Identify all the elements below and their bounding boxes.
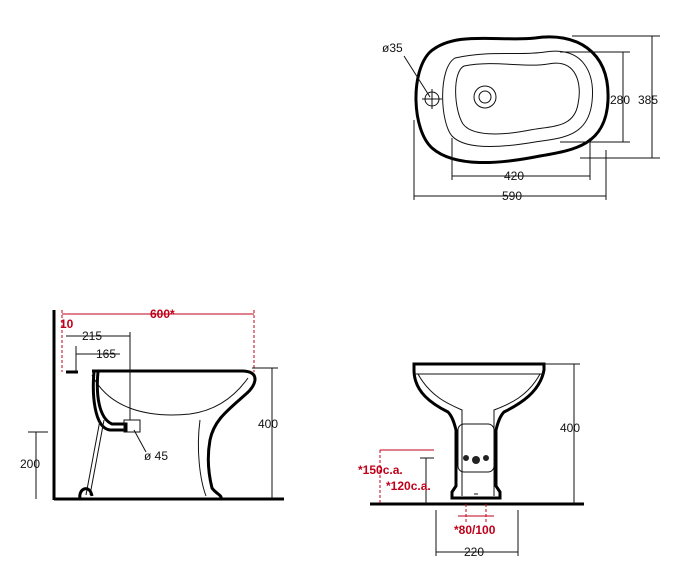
front-supply-right [483,455,489,461]
side-wall-gap-label: 10 [60,317,74,331]
side-tap-offset-1-label: 215 [82,329,102,343]
front-supply-spacing-label: *80/100 [454,523,496,537]
front-base-width-label: 220 [464,545,484,559]
front-height-label: 400 [560,421,580,435]
front-supply-height-2-label: *120c.a. [386,479,431,493]
top-view-basin [455,62,580,135]
tap-hole-leader [403,55,431,98]
top-view-inner-rim [442,50,593,148]
front-supply-height-1-label: *150c.a. [358,463,403,477]
top-view-drain-inner [478,90,492,104]
top-view-drain-outer [473,85,497,109]
side-view-body-profile [92,369,257,501]
front-rear-recess [457,423,495,473]
side-overall-depth-label: 600* [150,307,175,321]
side-waste-diameter-label: ø 45 [144,449,168,463]
side-waste-height-label: 200 [20,457,40,471]
side-height-label: 400 [258,417,278,431]
outer-width-label: 385 [638,93,658,107]
front-view-body [412,362,546,500]
inner-width-label: 280 [610,93,630,107]
side-waste-outlet [123,419,141,433]
top-view: ø35 280 385 420 590 [382,35,660,203]
front-view: 400 *150c.a. *120c.a. *80/100 220 [358,362,584,559]
front-supply-left [463,455,469,461]
tap-hole-diameter-label: ø35 [382,41,403,55]
side-view: 600* 10 215 165 ø 45 400 200 [20,307,284,501]
outer-length-label: 590 [502,189,522,203]
front-supply-center [472,456,480,464]
side-tap-offset-2-label: 165 [96,347,116,361]
inner-length-label: 420 [504,169,524,183]
